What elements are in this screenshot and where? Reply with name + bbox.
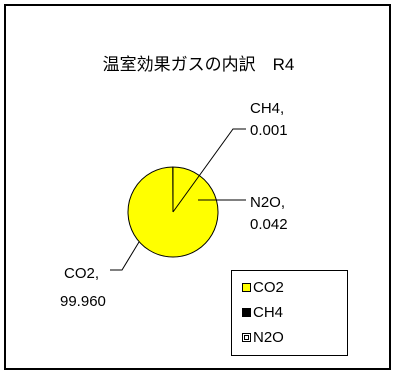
chart-legend: CO2 CH4 N2O <box>231 270 348 356</box>
legend-swatch-ch4 <box>242 308 251 317</box>
legend-label-n2o: N2O <box>253 329 284 346</box>
legend-item-ch4: CH4 <box>242 304 283 321</box>
chart-title: 温室効果ガスの内訳 R4 <box>102 55 295 74</box>
pie-slices <box>127 166 219 258</box>
leader-line-co2 <box>110 241 140 271</box>
legend-swatch-n2o <box>242 333 251 342</box>
legend-swatch-co2 <box>242 283 251 292</box>
data-label-ch4-name: CH4, <box>250 100 285 117</box>
legend-item-n2o: N2O <box>242 329 284 346</box>
data-label-n2o-value: 0.042 <box>250 216 288 233</box>
data-label-co2-name: CO2, <box>64 265 100 282</box>
legend-label-co2: CO2 <box>253 279 284 296</box>
legend-label-ch4: CH4 <box>253 304 284 321</box>
data-label-co2-value: 99.960 <box>60 293 106 310</box>
data-label-ch4-value: 0.001 <box>250 122 288 139</box>
leader-line-ch4 <box>172 128 246 213</box>
leader-lines <box>110 128 246 271</box>
data-label-n2o-name: N2O, <box>250 194 286 211</box>
legend-item-co2: CO2 <box>242 279 284 296</box>
